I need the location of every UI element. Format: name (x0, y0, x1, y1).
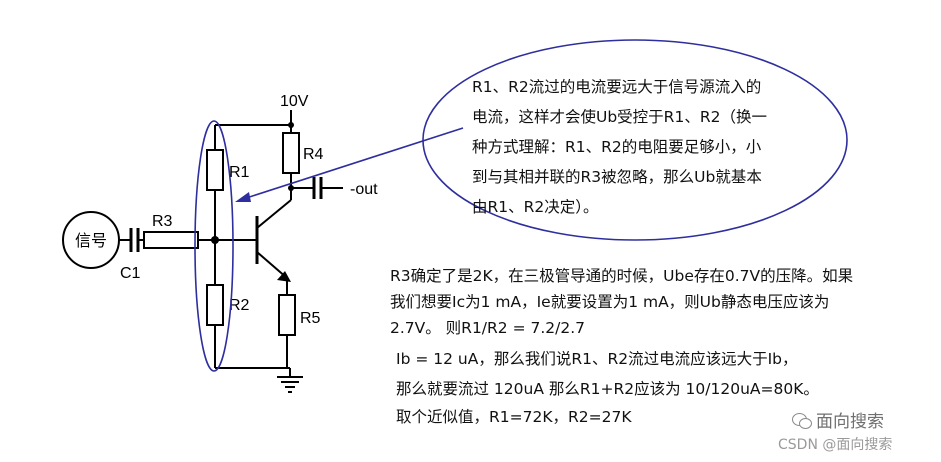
capacitor-c1 (129, 228, 140, 252)
callout-line: 电流，这样才会使Ub受控于R1、R2（换一 (472, 108, 767, 126)
r3-label: R3 (152, 213, 173, 230)
callout-arrow (239, 127, 464, 201)
callout-line: R1、R2流过的电流要远大于信号源流入的 (472, 78, 762, 96)
note-line: 那么就要流过 120uA 那么R1+R2应该为 10/120uA=80K。 (396, 380, 819, 398)
watermark-csdn: CSDN @面向搜索 (778, 437, 893, 453)
highlight-ellipse (194, 120, 234, 372)
callout-bubble (422, 39, 848, 241)
npn-transistor (255, 199, 292, 282)
supply-label: 10V (280, 93, 309, 110)
signal-source-label: 信号 (75, 232, 107, 250)
r4-label: R4 (303, 146, 324, 163)
resistor-r3 (143, 231, 199, 249)
note-line: Ib = 12 uA，那么我们说R1、R2流过电流应该远大于Ib， (396, 350, 798, 368)
callout-text: R1、R2流过的电流要远大于信号源流入的 电流，这样才会使Ub受控于R1、R2（… (472, 72, 802, 222)
note-line: R3确定了是2K，在三极管导通的时候，Ube存在0.7V的压降。如果 (390, 267, 854, 285)
output-label: -out (350, 181, 378, 198)
note-line: 我们想要Ic为1 mA，Ie就要设置为1 mA，则Ub静态电压应该为 (390, 293, 830, 311)
resistor-r1 (206, 149, 224, 191)
r1-label: R1 (229, 164, 250, 181)
r5-label: R5 (300, 310, 321, 327)
callout-line: 到与其相并联的R3被忽略，那么Ub就基本 (472, 168, 762, 186)
ground-icon (277, 368, 303, 393)
resistor-r2 (206, 284, 224, 326)
arrowhead-icon (235, 192, 251, 202)
c1-label: C1 (120, 265, 141, 282)
watermark-brand: 面向搜索 (792, 407, 884, 432)
resistor-r4 (282, 132, 300, 174)
r2-label: R2 (229, 297, 250, 314)
note-line: 2.7V。 则R1/R2 = 7.2/2.7 (390, 319, 586, 337)
callout-line: 种方式理解：R1、R2的电阻要足够小，小 (472, 138, 762, 156)
callout-line: 由R1、R2决定）。 (472, 198, 599, 216)
watermark-brand-text: 面向搜索 (816, 412, 884, 432)
note-line: 取个近似值，R1=72K，R2=27K (396, 408, 632, 426)
capacitor-out (312, 177, 323, 199)
signal-source: 信号 (62, 211, 120, 269)
resistor-r5 (278, 294, 296, 336)
wechat-icon (792, 412, 812, 430)
